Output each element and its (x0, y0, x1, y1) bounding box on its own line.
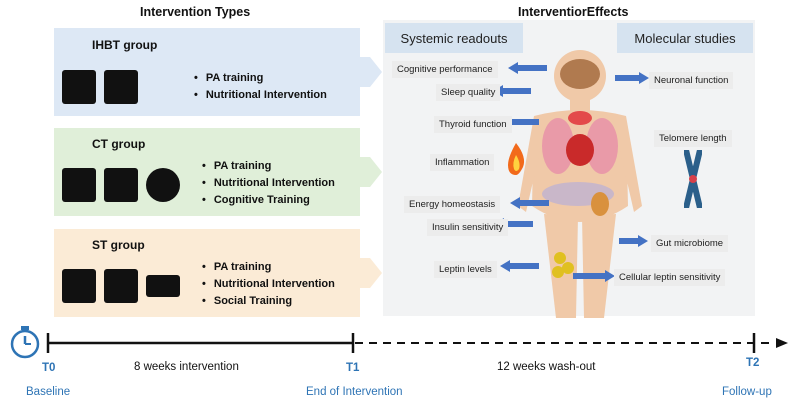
ihbt-group-box: IHBT group PA training Nutritional Inter… (54, 28, 360, 116)
timepoint-t2: T2 (746, 357, 760, 369)
intervention-effects-header: InterventiorEffects (518, 5, 629, 19)
timepoint-t1: T1 (346, 362, 360, 374)
soccer-player-icon (62, 168, 96, 202)
intervention-types-header: Intervention Types (140, 5, 251, 19)
effect-label-energy-homeostasis: Energy homeostasis (404, 196, 501, 213)
effect-label-leptin-levels: Leptin levels (434, 261, 497, 278)
group-title: IHBT group (92, 38, 158, 52)
group-bullets: PA training Nutritional Intervention (194, 70, 327, 104)
phase-washout: 12 weeks wash-out (497, 361, 596, 373)
effect-label-cognitive-performance: Cognitive performance (392, 61, 498, 78)
effect-label-sleep-quality: Sleep quality (436, 84, 501, 101)
effect-label-telomere-length: Telomere length (654, 130, 732, 147)
soccer-player-icon (62, 269, 96, 303)
milestone-baseline: Baseline (26, 386, 71, 398)
people-group-icon (146, 275, 180, 297)
molecular-studies-tab: Molecular studies (617, 23, 753, 53)
phase-intervention: 8 weeks intervention (134, 361, 239, 373)
soccer-player-icon (62, 70, 96, 104)
chromosome-icon (684, 150, 702, 208)
groceries-icon (104, 70, 138, 104)
milestone-end-of-intervention: End of Intervention (306, 386, 403, 398)
flame-icon (508, 143, 525, 175)
group-title: CT group (92, 137, 146, 151)
timeline-axis (46, 333, 788, 353)
groceries-icon (104, 168, 138, 202)
effect-label-inflammation: Inflammation (430, 154, 495, 171)
ct-group-box: CT group PA training Nutritional Interve… (54, 128, 360, 216)
milestone-follow-up: Follow-up (722, 386, 772, 398)
ct-arrow-icon (360, 157, 382, 187)
effect-label-cellular-leptin-sensitivity: Cellular leptin sensitivity (614, 269, 726, 286)
stopwatch-icon (10, 326, 40, 359)
group-title: ST group (92, 238, 145, 252)
timepoint-t0: T0 (42, 362, 56, 374)
ihbt-arrow-icon (360, 57, 382, 87)
effect-label-insulin-sensitivity: Insulin sensitivity (427, 219, 509, 236)
groceries-icon (104, 269, 138, 303)
brain-gear-icon (146, 168, 180, 202)
group-bullets: PA training Nutritional Intervention Soc… (202, 259, 335, 310)
st-group-box: ST group PA training Nutritional Interve… (54, 229, 360, 317)
effect-label-thyroid-function: Thyroid function (434, 116, 512, 133)
effect-label-gut-microbiome: Gut microbiome (651, 235, 729, 252)
effect-label-neuronal-function: Neuronal function (649, 72, 734, 89)
human-body-icon (518, 50, 642, 318)
st-arrow-icon (360, 258, 382, 288)
effect-arrows-icon (493, 62, 649, 282)
group-bullets: PA training Nutritional Intervention Cog… (202, 158, 335, 209)
systemic-readouts-tab: Systemic readouts (385, 23, 523, 53)
